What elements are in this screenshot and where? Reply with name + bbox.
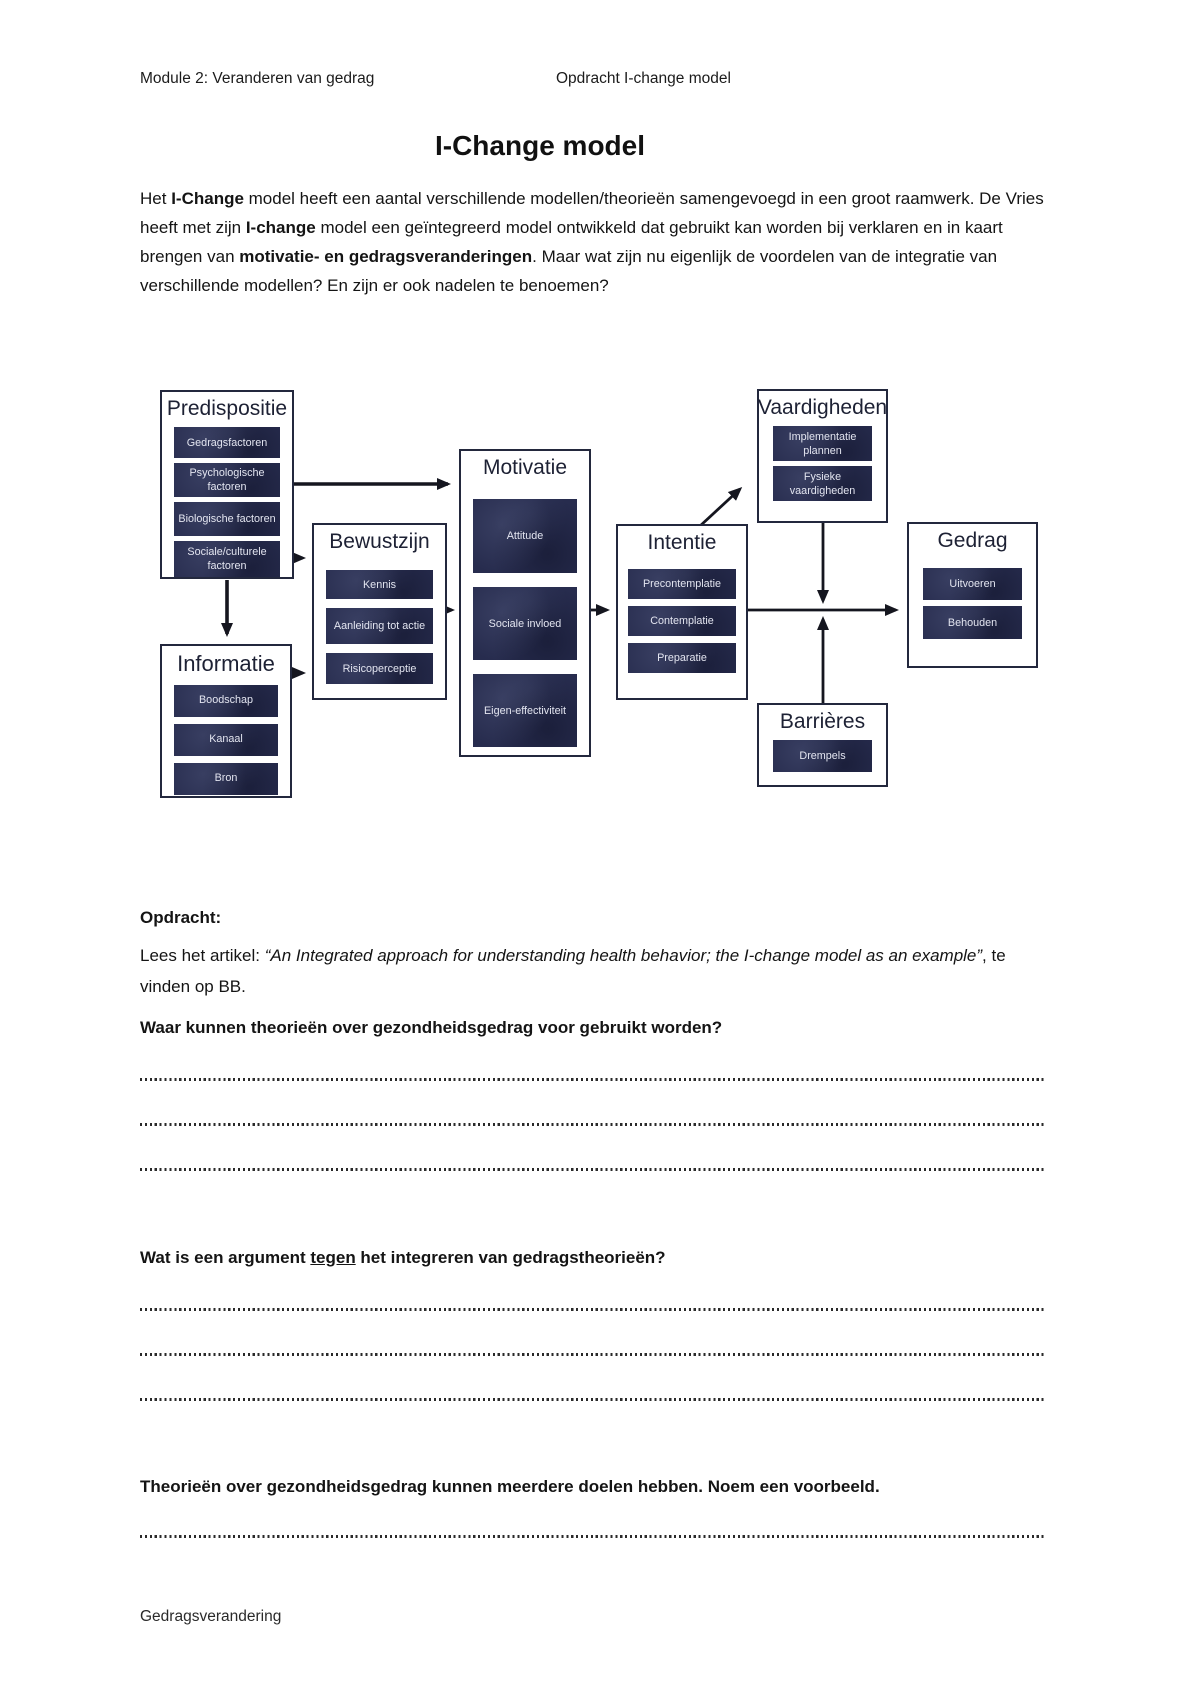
item-implementatie-plannen: Implementatie plannen bbox=[773, 426, 872, 461]
item-fysieke-vaardigheden: Fysieke vaardigheden bbox=[773, 466, 872, 501]
opdracht-article: Lees het artikel: “An Integrated approac… bbox=[140, 946, 1006, 996]
intro-paragraph: Het I-Change model heeft een aantal vers… bbox=[140, 189, 1044, 295]
question-2: Wat is een argument tegen het integreren… bbox=[140, 1248, 666, 1267]
box-vaardigheden-title: Vaardigheden bbox=[757, 396, 888, 419]
item-sociale-culturele-factoren: Sociale/culturele factoren bbox=[174, 541, 280, 577]
box-vaardigheden: Vaardigheden Implementatie plannen Fysie… bbox=[757, 389, 888, 523]
answer-line bbox=[140, 1353, 1046, 1356]
answer-line bbox=[140, 1123, 1046, 1126]
item-drempels: Drempels bbox=[773, 740, 872, 772]
box-intentie-title: Intentie bbox=[647, 531, 717, 554]
box-intentie: Intentie Precontemplatie Contemplatie Pr… bbox=[616, 524, 748, 700]
item-contemplatie: Contemplatie bbox=[628, 606, 736, 636]
question-1: Waar kunnen theorieën over gezondheidsge… bbox=[140, 1018, 723, 1037]
page-footer: Gedragsverandering bbox=[140, 1608, 282, 1625]
item-preparatie: Preparatie bbox=[628, 643, 736, 673]
page-title: I-Change model bbox=[434, 130, 645, 161]
item-kanaal: Kanaal bbox=[174, 724, 278, 756]
item-gedragsfactoren: Gedragsfactoren bbox=[174, 427, 280, 458]
i-change-model-diagram: Predispositie Gedragsfactoren Psychologi… bbox=[0, 350, 1200, 815]
box-barrieres: Barrières Drempels bbox=[757, 703, 888, 787]
box-motivatie-title: Motivatie bbox=[482, 456, 568, 479]
box-barrieres-title: Barrières bbox=[779, 710, 866, 733]
box-bewustzijn-title: Bewustzijn bbox=[329, 530, 430, 553]
item-kennis: Kennis bbox=[326, 570, 433, 599]
header-left: Module 2: Veranderen van gedrag bbox=[140, 70, 375, 87]
item-risicoperceptie: Risicoperceptie bbox=[326, 653, 433, 684]
box-gedrag-title: Gedrag bbox=[937, 529, 1008, 552]
item-behouden: Behouden bbox=[923, 606, 1022, 639]
box-gedrag: Gedrag Uitvoeren Behouden bbox=[907, 522, 1038, 668]
opdracht-label: Opdracht: bbox=[140, 908, 222, 927]
answer-line bbox=[140, 1168, 1046, 1171]
item-eigen-effectiviteit: Eigen-effectiviteit bbox=[473, 674, 577, 747]
item-uitvoeren: Uitvoeren bbox=[923, 568, 1022, 600]
item-bron: Bron bbox=[174, 763, 278, 795]
item-boodschap: Boodschap bbox=[174, 685, 278, 717]
box-bewustzijn: Bewustzijn Kennis Aanleiding tot actie R… bbox=[312, 523, 447, 700]
question-3: Theorieën over gezondheidsgedrag kunnen … bbox=[140, 1477, 880, 1496]
box-predispositie-title: Predispositie bbox=[166, 397, 288, 420]
arrow-intentie-to-vaardigheden bbox=[699, 486, 743, 528]
answer-line bbox=[140, 1078, 1046, 1081]
box-informatie: Informatie Boodschap Kanaal Bron bbox=[160, 644, 292, 798]
answer-line bbox=[140, 1308, 1046, 1311]
item-biologische-factoren: Biologische factoren bbox=[174, 502, 280, 536]
item-psychologische-factoren: Psychologische factoren bbox=[174, 463, 280, 497]
box-informatie-title: Informatie bbox=[177, 651, 275, 676]
box-predispositie: Predispositie Gedragsfactoren Psychologi… bbox=[160, 390, 294, 579]
item-attitude: Attitude bbox=[473, 499, 577, 573]
item-precontemplatie: Precontemplatie bbox=[628, 569, 736, 599]
answer-line bbox=[140, 1535, 1046, 1538]
diagram-arrows bbox=[221, 478, 899, 703]
item-sociale-invloed: Sociale invloed bbox=[473, 587, 577, 660]
box-motivatie: Motivatie Attitude Sociale invloed Eigen… bbox=[459, 449, 591, 757]
item-aanleiding-tot-actie: Aanleiding tot actie bbox=[326, 608, 433, 644]
answer-line bbox=[140, 1398, 1046, 1401]
header-right: Opdracht I-change model bbox=[556, 70, 731, 87]
